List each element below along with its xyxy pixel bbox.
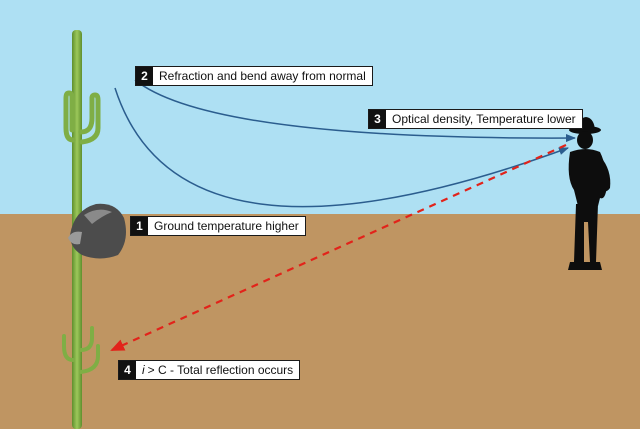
label-number: 2 <box>136 67 153 85</box>
label-text: i> C - Total reflection occurs <box>142 363 294 377</box>
label-refraction: 2 Refraction and bend away from normal <box>135 66 373 86</box>
label-text: Refraction and bend away from normal <box>159 69 366 83</box>
label-italic-symbol: i <box>142 363 145 377</box>
label-optical-density: 3 Optical density, Temperature lower <box>368 109 583 129</box>
label-number: 4 <box>119 361 136 379</box>
rock <box>68 203 126 259</box>
curved-ray-upper <box>134 79 576 143</box>
sky <box>0 0 640 214</box>
label-number: 1 <box>131 217 148 235</box>
label-total-reflection: 4 i> C - Total reflection occurs <box>118 360 301 380</box>
label-text: Ground temperature higher <box>154 219 299 233</box>
label-ground-temperature: 1 Ground temperature higher <box>130 216 306 236</box>
reflection-ray <box>110 143 567 352</box>
curved-ray-lower <box>114 87 569 208</box>
label-text: Optical density, Temperature lower <box>392 112 576 126</box>
label-number: 3 <box>369 110 386 128</box>
